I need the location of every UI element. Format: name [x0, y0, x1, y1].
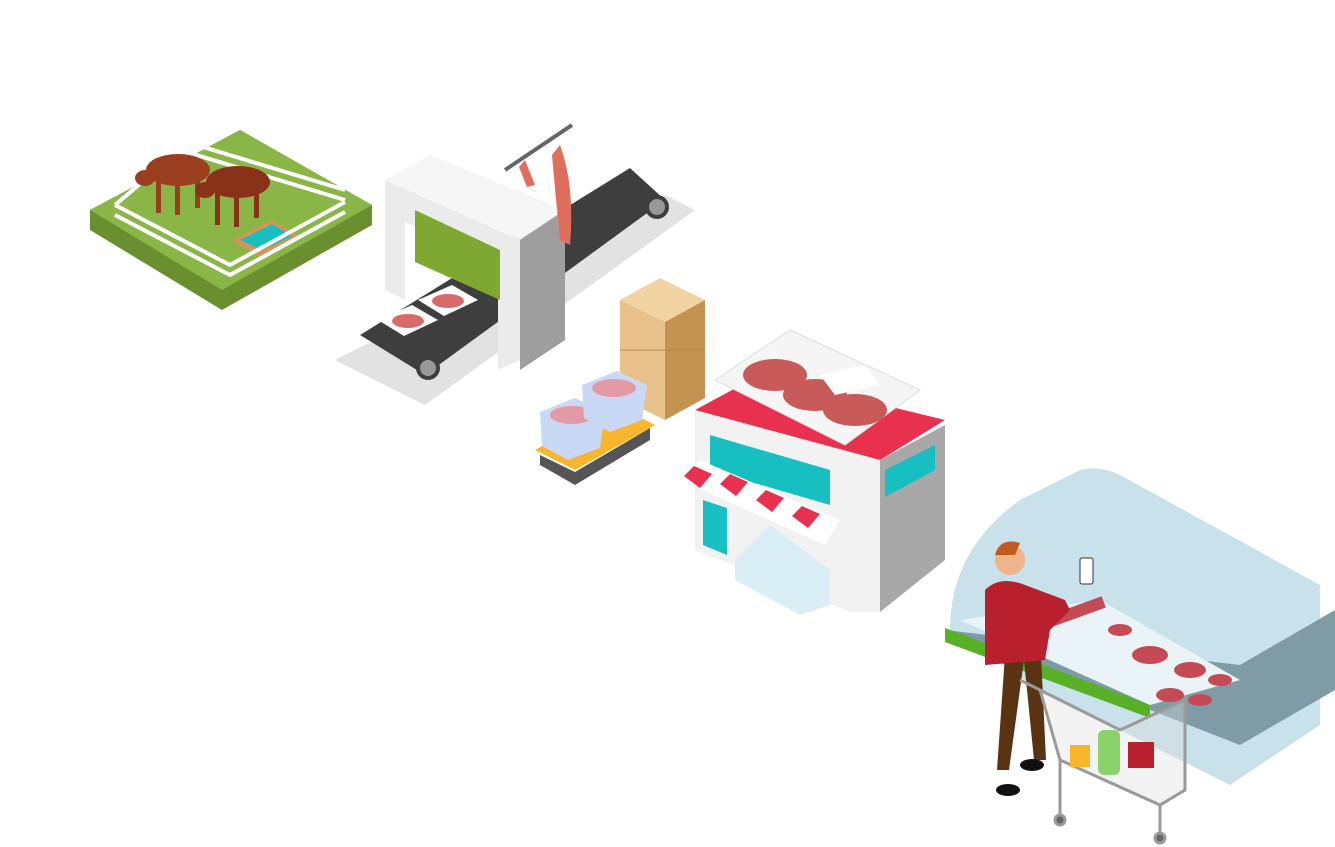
cart-item: [1070, 745, 1090, 767]
shoe: [996, 784, 1020, 796]
processing-scene: [335, 123, 695, 405]
pallet-base: [540, 428, 650, 485]
cow-icon: [195, 166, 270, 227]
packaging-scene: [535, 278, 705, 485]
store-door[interactable]: [703, 500, 727, 555]
store-sign: [710, 435, 830, 505]
conveyor-roller: [645, 195, 669, 219]
carcass: [519, 160, 535, 187]
machine-side: [520, 210, 565, 370]
box-top: [620, 278, 705, 322]
machine-top: [385, 155, 565, 240]
water: [240, 224, 292, 250]
display-case: [735, 525, 830, 615]
farm-grass: [90, 130, 372, 290]
box-side: [665, 300, 705, 420]
store-side-sign: [885, 445, 935, 497]
hanging-rail: [503, 123, 574, 172]
farm-scene: [90, 130, 372, 310]
shoe: [1020, 759, 1044, 771]
shopper-pants: [997, 655, 1046, 770]
steak: [823, 394, 887, 426]
shopper-shirt: [985, 581, 1070, 665]
smartphone-icon: [1079, 557, 1094, 585]
shopper-hair: [995, 541, 1020, 555]
machine-curtain: [415, 210, 500, 300]
shopper: [985, 541, 1094, 796]
cart-item-bottle: [1098, 730, 1120, 775]
price-label: [820, 365, 880, 395]
retail-store-scene: [680, 329, 945, 615]
meat-piece: [392, 314, 424, 328]
meat-piece: [550, 406, 594, 424]
steak: [743, 359, 807, 391]
conveyor-roller: [416, 356, 440, 380]
awning: [680, 460, 840, 545]
meat-piece: [592, 379, 636, 397]
meat-display: [1050, 596, 1232, 706]
cart-item: [1128, 742, 1154, 768]
carcass: [552, 145, 572, 245]
meat-piece: [432, 294, 464, 308]
